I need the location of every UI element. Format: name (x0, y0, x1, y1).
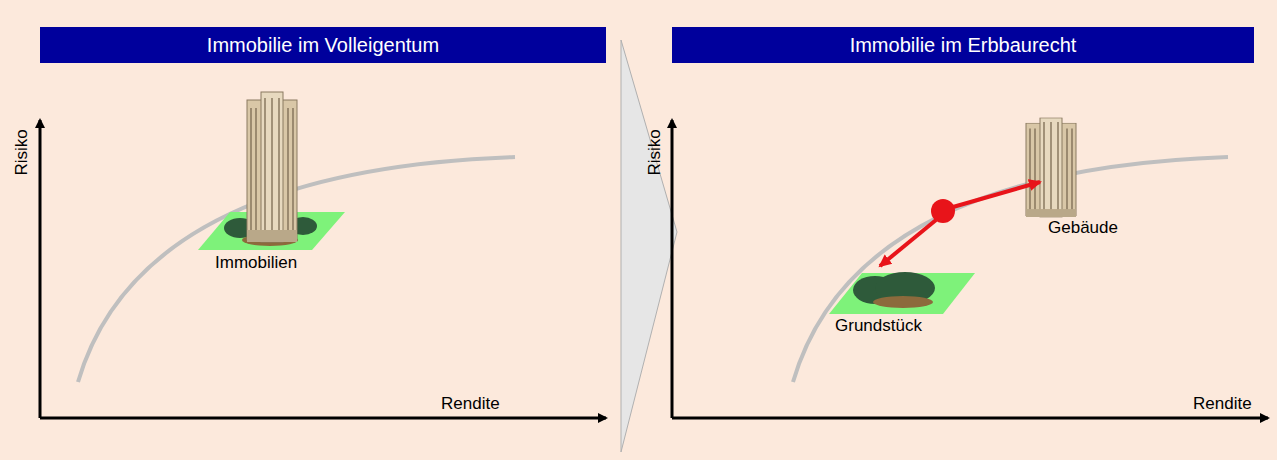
part-label: Grundstück (833, 317, 924, 336)
part-label: Gebäude (1046, 219, 1120, 238)
part-label: Immobilien (213, 254, 299, 273)
axis-label: Risiko (13, 127, 32, 177)
title-band: Immobilie im Volleigentum (40, 27, 606, 63)
panel-title: Immobilie im Volleigentum (207, 34, 439, 57)
axis-label: Risiko (646, 127, 665, 177)
title-band: Immobilie im Erbbaurecht (672, 27, 1254, 63)
axis-label: Rendite (439, 395, 502, 414)
panel-title: Immobilie im Erbbaurecht (850, 34, 1077, 57)
axis-label: Rendite (1191, 395, 1254, 414)
